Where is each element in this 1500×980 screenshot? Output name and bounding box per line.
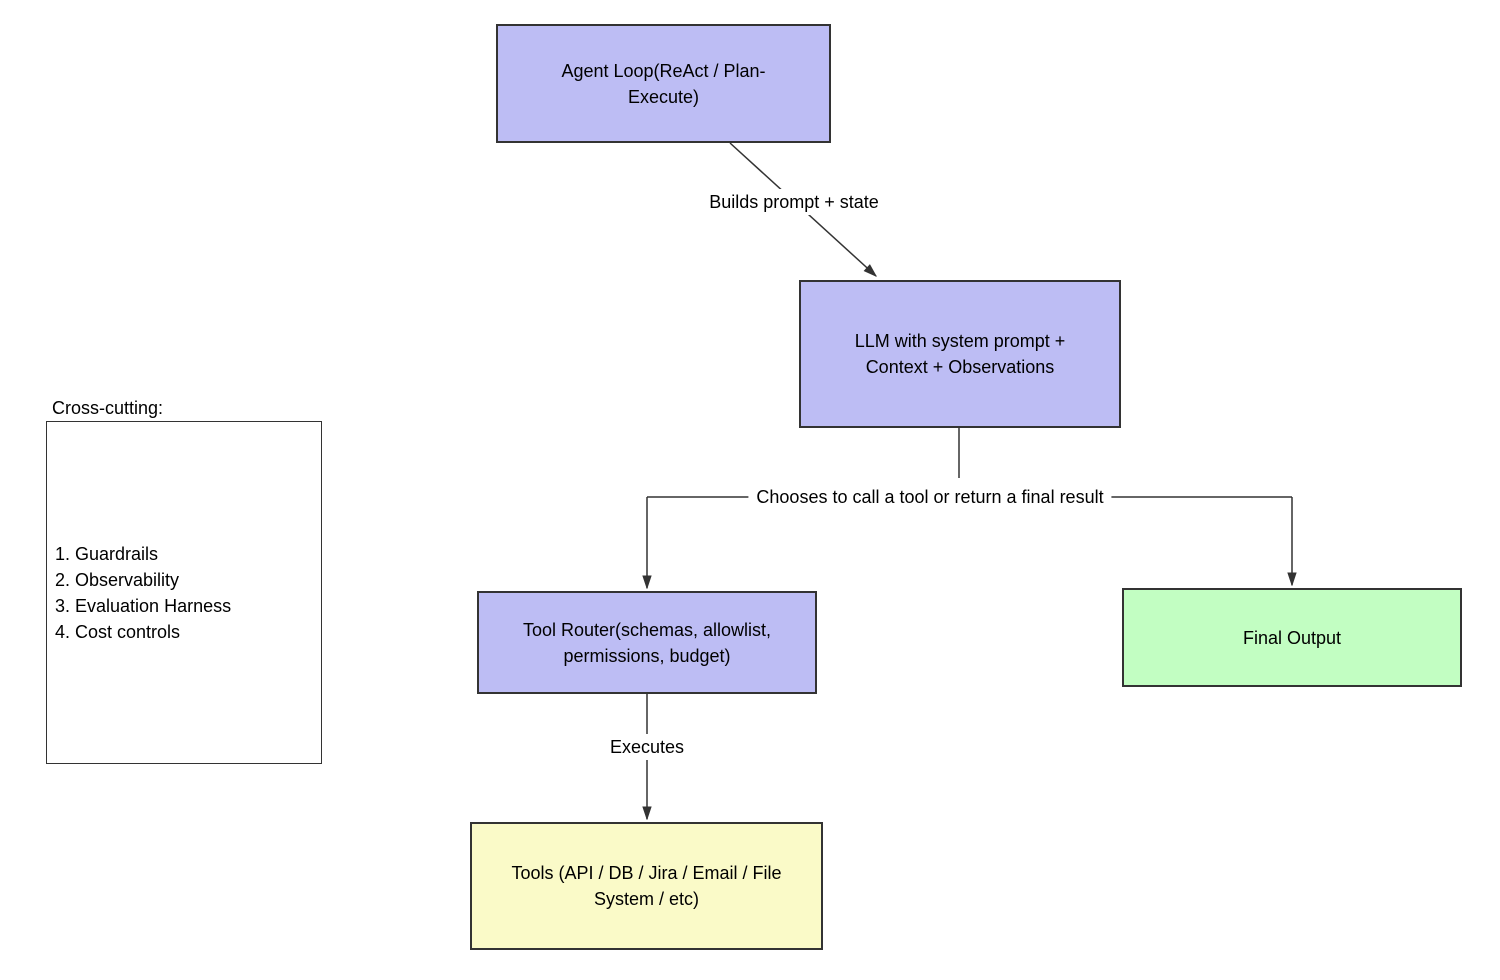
cross-cutting-item: 3. Evaluation Harness [55,595,232,616]
node-agent-loop-label: Agent Loop(ReAct / Plan- Execute) [561,60,766,107]
edge-label-builds-prompt: Builds prompt + state [701,189,887,215]
edge-label-executes: Executes [601,734,693,760]
node-tools: Tools (API / DB / Jira / Email / File Sy… [470,822,823,950]
node-llm-label: LLM with system prompt + Context + Obser… [854,331,1066,377]
node-final-output: Final Output [1122,588,1462,687]
node-tool-router-label: Tool Router(schemas, allowlist, permissi… [522,619,772,666]
cross-cutting-box: 1. Guardrails 2. Observability 3. Evalua… [46,421,322,764]
cross-cutting-item: 4. Cost controls [55,621,181,642]
cross-cutting-item: 1. Guardrails [55,543,159,564]
cross-cutting-item: 2. Observability [55,569,180,590]
node-agent-loop: Agent Loop(ReAct / Plan- Execute) [496,24,831,143]
node-tool-router: Tool Router(schemas, allowlist, permissi… [477,591,817,694]
node-final-output-label: Final Output [1242,627,1342,648]
node-llm: LLM with system prompt + Context + Obser… [799,280,1121,428]
node-tools-label: Tools (API / DB / Jira / Email / File Sy… [511,863,782,909]
cross-cutting-title: Cross-cutting: [52,398,164,418]
edge-label-chooses: Chooses to call a tool or return a final… [748,484,1112,510]
